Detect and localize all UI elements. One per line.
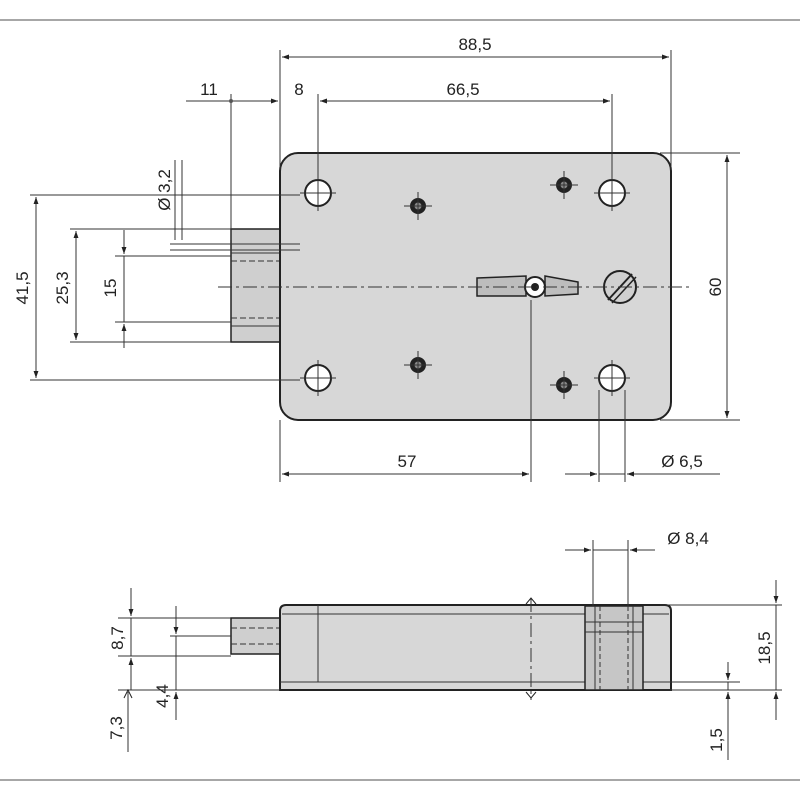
side-view <box>230 597 672 700</box>
dim-1-5-label: 1,5 <box>707 728 726 752</box>
dim-57-label: 57 <box>398 452 417 471</box>
side-dimensions: Ø 8,4 18,5 1,5 8,7 4,4 7,3 <box>107 529 782 760</box>
dim-41-5-label: 41,5 <box>13 271 32 304</box>
bolt-side <box>230 617 284 655</box>
dim-60-label: 60 <box>706 278 725 297</box>
dim-8-label: 8 <box>294 80 303 99</box>
screw-bushing-side <box>584 605 644 691</box>
dim-4-4-label: 4,4 <box>153 684 172 708</box>
rivet-top-center <box>404 192 432 220</box>
dim-15-label: 15 <box>101 279 120 298</box>
dim-11-label: 11 <box>200 80 218 99</box>
dim-dia-3-2-label: Ø 3,2 <box>155 169 174 211</box>
rivet-bottom-right <box>550 371 578 399</box>
dim-18-5-label: 18,5 <box>755 631 774 664</box>
dim-66-5-label: 66,5 <box>446 80 479 99</box>
dim-dia-6-5-label: Ø 6,5 <box>661 452 703 471</box>
dim-dia-8-4-label: Ø 8,4 <box>667 529 709 548</box>
bolt-front <box>230 228 284 343</box>
mounting-hole-bottom-left <box>300 360 336 396</box>
mounting-hole-bottom-right <box>594 360 630 396</box>
rivet-top-right <box>550 171 578 199</box>
dim-8-7-label: 8,7 <box>108 626 127 650</box>
dim-25-3-label: 25,3 <box>53 271 72 304</box>
dim-7-3-label: 7,3 <box>107 716 126 740</box>
rivet-bottom-center <box>404 351 432 379</box>
key-lever <box>476 275 579 298</box>
dim-88-5-label: 88,5 <box>458 35 491 54</box>
front-dimensions: 88,5 11 8 66,5 Ø 3,2 41,5 25,3 15 <box>13 35 740 482</box>
